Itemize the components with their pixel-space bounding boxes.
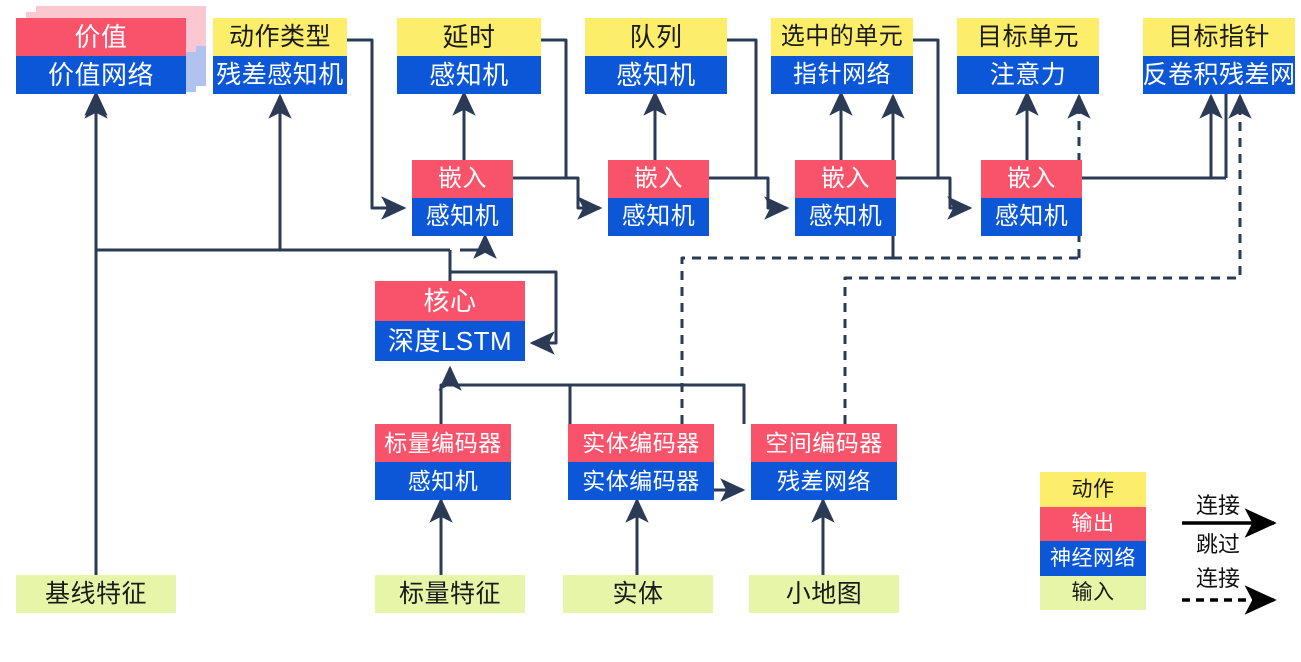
node-core-network-label: 深度LSTM	[375, 321, 525, 361]
node-entity-encoder-output-label: 实体编码器	[568, 424, 714, 462]
node-scalar-encoder-output-label: 标量编码器	[375, 424, 511, 462]
edge-delay-to-embed-2-link	[541, 38, 568, 178]
node-core[interactable]: 核心 深度LSTM	[375, 281, 525, 361]
legend-swatch-network-label: 神经网络	[1040, 541, 1146, 576]
node-scalar-encoder[interactable]: 标量编码器 感知机	[375, 424, 511, 500]
node-selected-units-output-label: 选中的单元	[771, 18, 913, 56]
node-delay[interactable]: 延时 感知机	[397, 18, 541, 94]
node-target-unit-output-label: 目标单元	[957, 18, 1099, 56]
node-input-scalar-features[interactable]: 标量特征	[375, 575, 525, 613]
node-value[interactable]: 价值 价值网络	[16, 18, 186, 94]
node-delay-network-label: 感知机	[397, 56, 541, 94]
edge-skip-entity-encoder-to-selected-units	[680, 93, 905, 424]
node-target-unit[interactable]: 目标单元 注意力	[957, 18, 1099, 94]
node-input-entities[interactable]: 实体	[563, 575, 713, 613]
node-embed-2[interactable]: 嵌入 感知机	[608, 160, 709, 236]
node-embed-1-output-label: 嵌入	[412, 160, 513, 198]
node-input-baseline-features-label: 基线特征	[16, 575, 176, 613]
node-entity-encoder-network-label: 实体编码器	[568, 462, 714, 500]
node-input-baseline-features[interactable]: 基线特征	[16, 575, 176, 613]
node-target-point-network-label: 反卷积残差网	[1143, 56, 1295, 94]
edge-entity-encoder-to-core	[460, 383, 572, 424]
node-input-minimap[interactable]: 小地图	[749, 575, 899, 613]
node-embed-3-network-label: 感知机	[795, 198, 896, 236]
node-target-point-output-label: 目标指针	[1143, 18, 1295, 56]
node-queue-output-label: 队列	[585, 18, 727, 56]
node-selected-units-network-label: 指针网络	[771, 56, 913, 94]
legend-swatch-action-label: 动作	[1040, 472, 1146, 507]
legend-skip-label-line1: 跳过	[1196, 532, 1241, 557]
node-embed-4-network-label: 感知机	[981, 198, 1082, 236]
edge-core-to-value-network	[94, 100, 450, 252]
node-input-minimap-label: 小地图	[749, 575, 899, 613]
legend-swatch-output-label: 输出	[1040, 506, 1146, 541]
legend-swatches: 动作 输出 神经网络 输入	[1040, 472, 1146, 610]
node-action-type[interactable]: 动作类型 残差感知机	[213, 18, 347, 94]
node-input-entities-label: 实体	[563, 575, 713, 613]
node-scalar-encoder-network-label: 感知机	[375, 462, 511, 500]
legend-swatch-input-label: 输入	[1040, 575, 1146, 610]
node-queue[interactable]: 队列 感知机	[585, 18, 727, 94]
node-entity-encoder[interactable]: 实体编码器 实体编码器	[568, 424, 714, 500]
node-queue-network-label: 感知机	[585, 56, 727, 94]
node-spatial-encoder[interactable]: 空间编码器 残差网络	[751, 424, 897, 500]
node-embed-1-network-label: 感知机	[412, 198, 513, 236]
edge-action-type-to-embed-1	[347, 38, 407, 220]
node-core-output-label: 核心	[375, 281, 525, 321]
node-action-type-output-label: 动作类型	[213, 18, 347, 56]
node-action-type-network-label: 残差感知机	[213, 56, 347, 94]
node-embed-4[interactable]: 嵌入 感知机	[981, 160, 1082, 236]
edge-scalar-encoder-to-core	[439, 383, 460, 424]
edge-skip-spatial-encoder-to-target-point	[843, 93, 1252, 424]
node-target-unit-network-label: 注意力	[957, 56, 1099, 94]
node-embed-4-output-label: 嵌入	[981, 160, 1082, 198]
node-embed-3[interactable]: 嵌入 感知机	[795, 160, 896, 236]
edge-queue-to-embed-3-link	[727, 38, 758, 178]
node-embed-2-network-label: 感知机	[608, 198, 709, 236]
edge-selected-units-to-embed-4-link	[913, 38, 940, 178]
node-value-network-label: 价值网络	[16, 56, 186, 94]
legend-connection-label: 连接	[1196, 493, 1241, 518]
edge-embed-2-to-embed-3	[709, 176, 790, 220]
edge-core-to-embed-1	[460, 233, 497, 259]
node-embed-1[interactable]: 嵌入 感知机	[412, 160, 513, 236]
node-target-point[interactable]: 目标指针 反卷积残差网	[1143, 18, 1295, 94]
node-embed-3-output-label: 嵌入	[795, 160, 896, 198]
edge-embed-1-to-embed-2	[513, 176, 603, 220]
edge-embed-3-to-embed-4	[896, 176, 973, 220]
node-delay-output-label: 延时	[397, 18, 541, 56]
node-spatial-encoder-network-label: 残差网络	[751, 462, 897, 500]
node-selected-units[interactable]: 选中的单元 指针网络	[771, 18, 913, 94]
node-value-output-label: 价值	[16, 18, 186, 56]
node-input-scalar-features-label: 标量特征	[375, 575, 525, 613]
legend-skip-label-line2: 连接	[1196, 566, 1241, 591]
node-embed-2-output-label: 嵌入	[608, 160, 709, 198]
edge-spatial-encoder-to-core	[460, 383, 746, 424]
node-spatial-encoder-output-label: 空间编码器	[751, 424, 897, 462]
